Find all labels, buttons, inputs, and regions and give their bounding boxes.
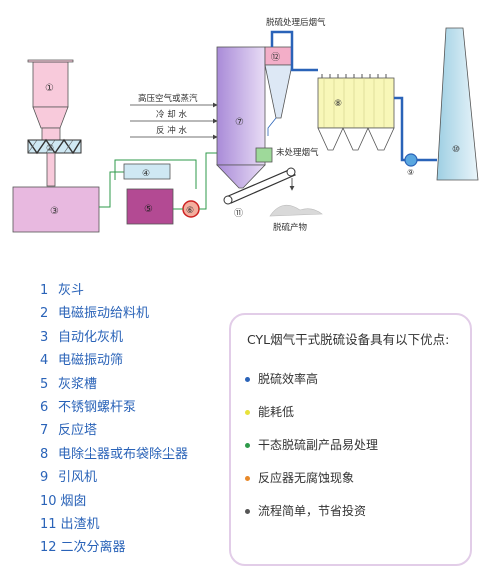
advantage-item: 流程简单，节省投资 bbox=[245, 503, 378, 536]
advantages-list: 脱硫效率高 能耗低 干态脱硫副产品易处理 反应器无腐蚀现象 流程简单，节省投资 bbox=[245, 371, 378, 536]
marker-3: ③ bbox=[50, 206, 59, 217]
label-product: 脱硫产物 bbox=[273, 222, 308, 233]
marker-6: ⑥ bbox=[186, 206, 194, 216]
label-treated-gas: 脱硫处理后烟气 bbox=[266, 17, 326, 28]
reaction-tower bbox=[216, 46, 266, 166]
marker-12: ⑫ bbox=[271, 52, 280, 63]
ash-hopper bbox=[32, 61, 69, 108]
vibrating-screen bbox=[123, 163, 171, 180]
marker-2: ② bbox=[46, 144, 54, 154]
slurry-tank bbox=[126, 188, 174, 225]
marker-11: ⑪ bbox=[234, 208, 243, 219]
label-raw-gas: 未处理烟气 bbox=[276, 147, 319, 158]
label-cooling-water: 冷 却 水 bbox=[156, 109, 187, 120]
product-pile bbox=[269, 204, 323, 217]
precipitator bbox=[317, 77, 395, 129]
label-air-steam: 高压空气或蒸汽 bbox=[138, 93, 198, 104]
marker-7: ⑦ bbox=[235, 117, 244, 128]
advantages-box: CYL烟气干式脱硫设备具有以下优点: 脱硫效率高 能耗低 干态脱硫副产品易处理 … bbox=[229, 313, 472, 566]
marker-5: ⑤ bbox=[144, 204, 153, 215]
auto-ash-machine bbox=[12, 186, 100, 233]
bullet-dot-icon bbox=[245, 443, 250, 448]
induced-fan bbox=[404, 153, 418, 167]
chimney bbox=[436, 27, 479, 181]
bullet-dot-icon bbox=[245, 476, 250, 481]
marker-8: ⑧ bbox=[334, 99, 342, 109]
bullet-dot-icon bbox=[245, 377, 250, 382]
marker-4: ④ bbox=[142, 169, 150, 179]
bullet-dot-icon bbox=[245, 410, 250, 415]
bullet-dot-icon bbox=[245, 509, 250, 514]
advantage-item: 能耗低 bbox=[245, 404, 378, 437]
label-backwash-water: 反 冲 水 bbox=[156, 125, 187, 136]
marker-10: ⑩ bbox=[452, 145, 460, 155]
process-flow-diagram: 脱硫处理后烟气 高压空气或蒸汽 冷 却 水 反 冲 水 未处理烟气 脱硫产物 ①… bbox=[12, 17, 479, 233]
advantage-item: 脱硫效率高 bbox=[245, 371, 378, 404]
advantage-item: 反应器无腐蚀现象 bbox=[245, 470, 378, 503]
advantages-title: CYL烟气干式脱硫设备具有以下优点: bbox=[247, 332, 450, 347]
advantage-item: 干态脱硫副产品易处理 bbox=[245, 437, 378, 470]
marker-9: ⑨ bbox=[407, 168, 414, 177]
marker-1: ① bbox=[45, 83, 54, 94]
